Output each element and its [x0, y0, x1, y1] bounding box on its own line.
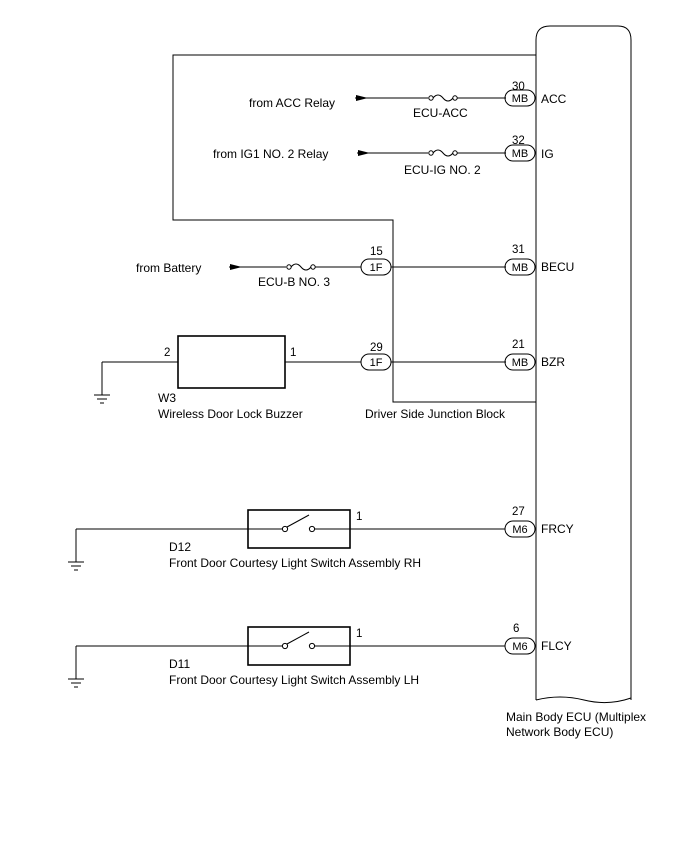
ecu-break-edge — [535, 696, 632, 704]
junction-block-label: Driver Side Junction Block — [365, 407, 506, 421]
connector-mb: MB — [504, 353, 536, 371]
pin-number: 27 — [512, 506, 525, 518]
fuse-ig-label: ECU-IG NO. 2 — [404, 163, 481, 177]
buzzer-pin-left: 2 — [164, 347, 170, 359]
junction-block-outline — [172, 54, 536, 403]
source-acc-relay: from ACC Relay — [249, 96, 335, 110]
svg-text:1F: 1F — [370, 262, 383, 274]
pin-number: 15 — [370, 246, 383, 258]
terminal-name: BECU — [541, 260, 574, 274]
pin-number: 6 — [513, 623, 519, 635]
pin-number: 29 — [370, 342, 383, 354]
svg-text:M6: M6 — [512, 524, 527, 536]
connector-m6: M6 — [504, 637, 536, 655]
terminal-name: ACC — [541, 92, 567, 106]
connector-1f: 1F — [360, 353, 392, 371]
switch-rh-name: Front Door Courtesy Light Switch Assembl… — [169, 556, 421, 570]
arrow-icon — [356, 95, 368, 101]
ecu-label-line2: Network Body ECU) — [506, 725, 613, 739]
connector-mb: MB — [504, 89, 536, 107]
connector-mb: MB — [504, 258, 536, 276]
fuse-b-label: ECU-B NO. 3 — [258, 275, 330, 289]
svg-text:1F: 1F — [370, 357, 383, 369]
pin-number: 31 — [512, 244, 525, 256]
ground-icon — [68, 529, 84, 571]
arrow-icon — [230, 264, 242, 270]
pin-number: 30 — [512, 81, 525, 93]
ecu-label-line1: Main Body ECU (Multiplex — [506, 710, 646, 724]
switch-lh-name: Front Door Courtesy Light Switch Assembl… — [169, 673, 419, 687]
svg-text:M6: M6 — [512, 641, 527, 653]
terminal-name: BZR — [541, 355, 565, 369]
connector-m6: M6 — [504, 520, 536, 538]
pin-number: 21 — [512, 339, 525, 351]
buzzer-box — [177, 335, 286, 389]
fuse-acc-label: ECU-ACC — [413, 106, 468, 120]
terminal-name: FLCY — [541, 639, 572, 653]
buzzer-code: W3 — [158, 391, 176, 405]
ground-icon — [94, 362, 110, 404]
arrow-icon — [358, 150, 370, 156]
buzzer-name: Wireless Door Lock Buzzer — [158, 407, 303, 421]
connector-1f: 1F — [360, 258, 392, 276]
switch-lh-pin: 1 — [356, 628, 362, 640]
main-body-ecu-outline — [535, 25, 632, 700]
terminal-name: IG — [541, 147, 554, 161]
switch-lh-code: D11 — [169, 657, 190, 671]
fuse-icon — [286, 263, 316, 271]
source-ig1-relay: from IG1 NO. 2 Relay — [213, 147, 328, 161]
switch-icon — [248, 514, 350, 533]
connector-mb: MB — [504, 144, 536, 162]
buzzer-pin-right: 1 — [290, 347, 296, 359]
svg-text:MB: MB — [512, 148, 529, 160]
fuse-icon — [428, 149, 458, 157]
pin-number: 32 — [512, 135, 525, 147]
ground-icon — [68, 646, 84, 688]
svg-text:MB: MB — [512, 262, 529, 274]
fuse-icon — [428, 94, 458, 102]
source-battery: from Battery — [136, 261, 201, 275]
switch-rh-pin: 1 — [356, 511, 362, 523]
svg-text:MB: MB — [512, 93, 529, 105]
switch-rh-code: D12 — [169, 540, 191, 554]
switch-icon — [248, 631, 350, 650]
svg-text:MB: MB — [512, 357, 529, 369]
terminal-name: FRCY — [541, 522, 574, 536]
